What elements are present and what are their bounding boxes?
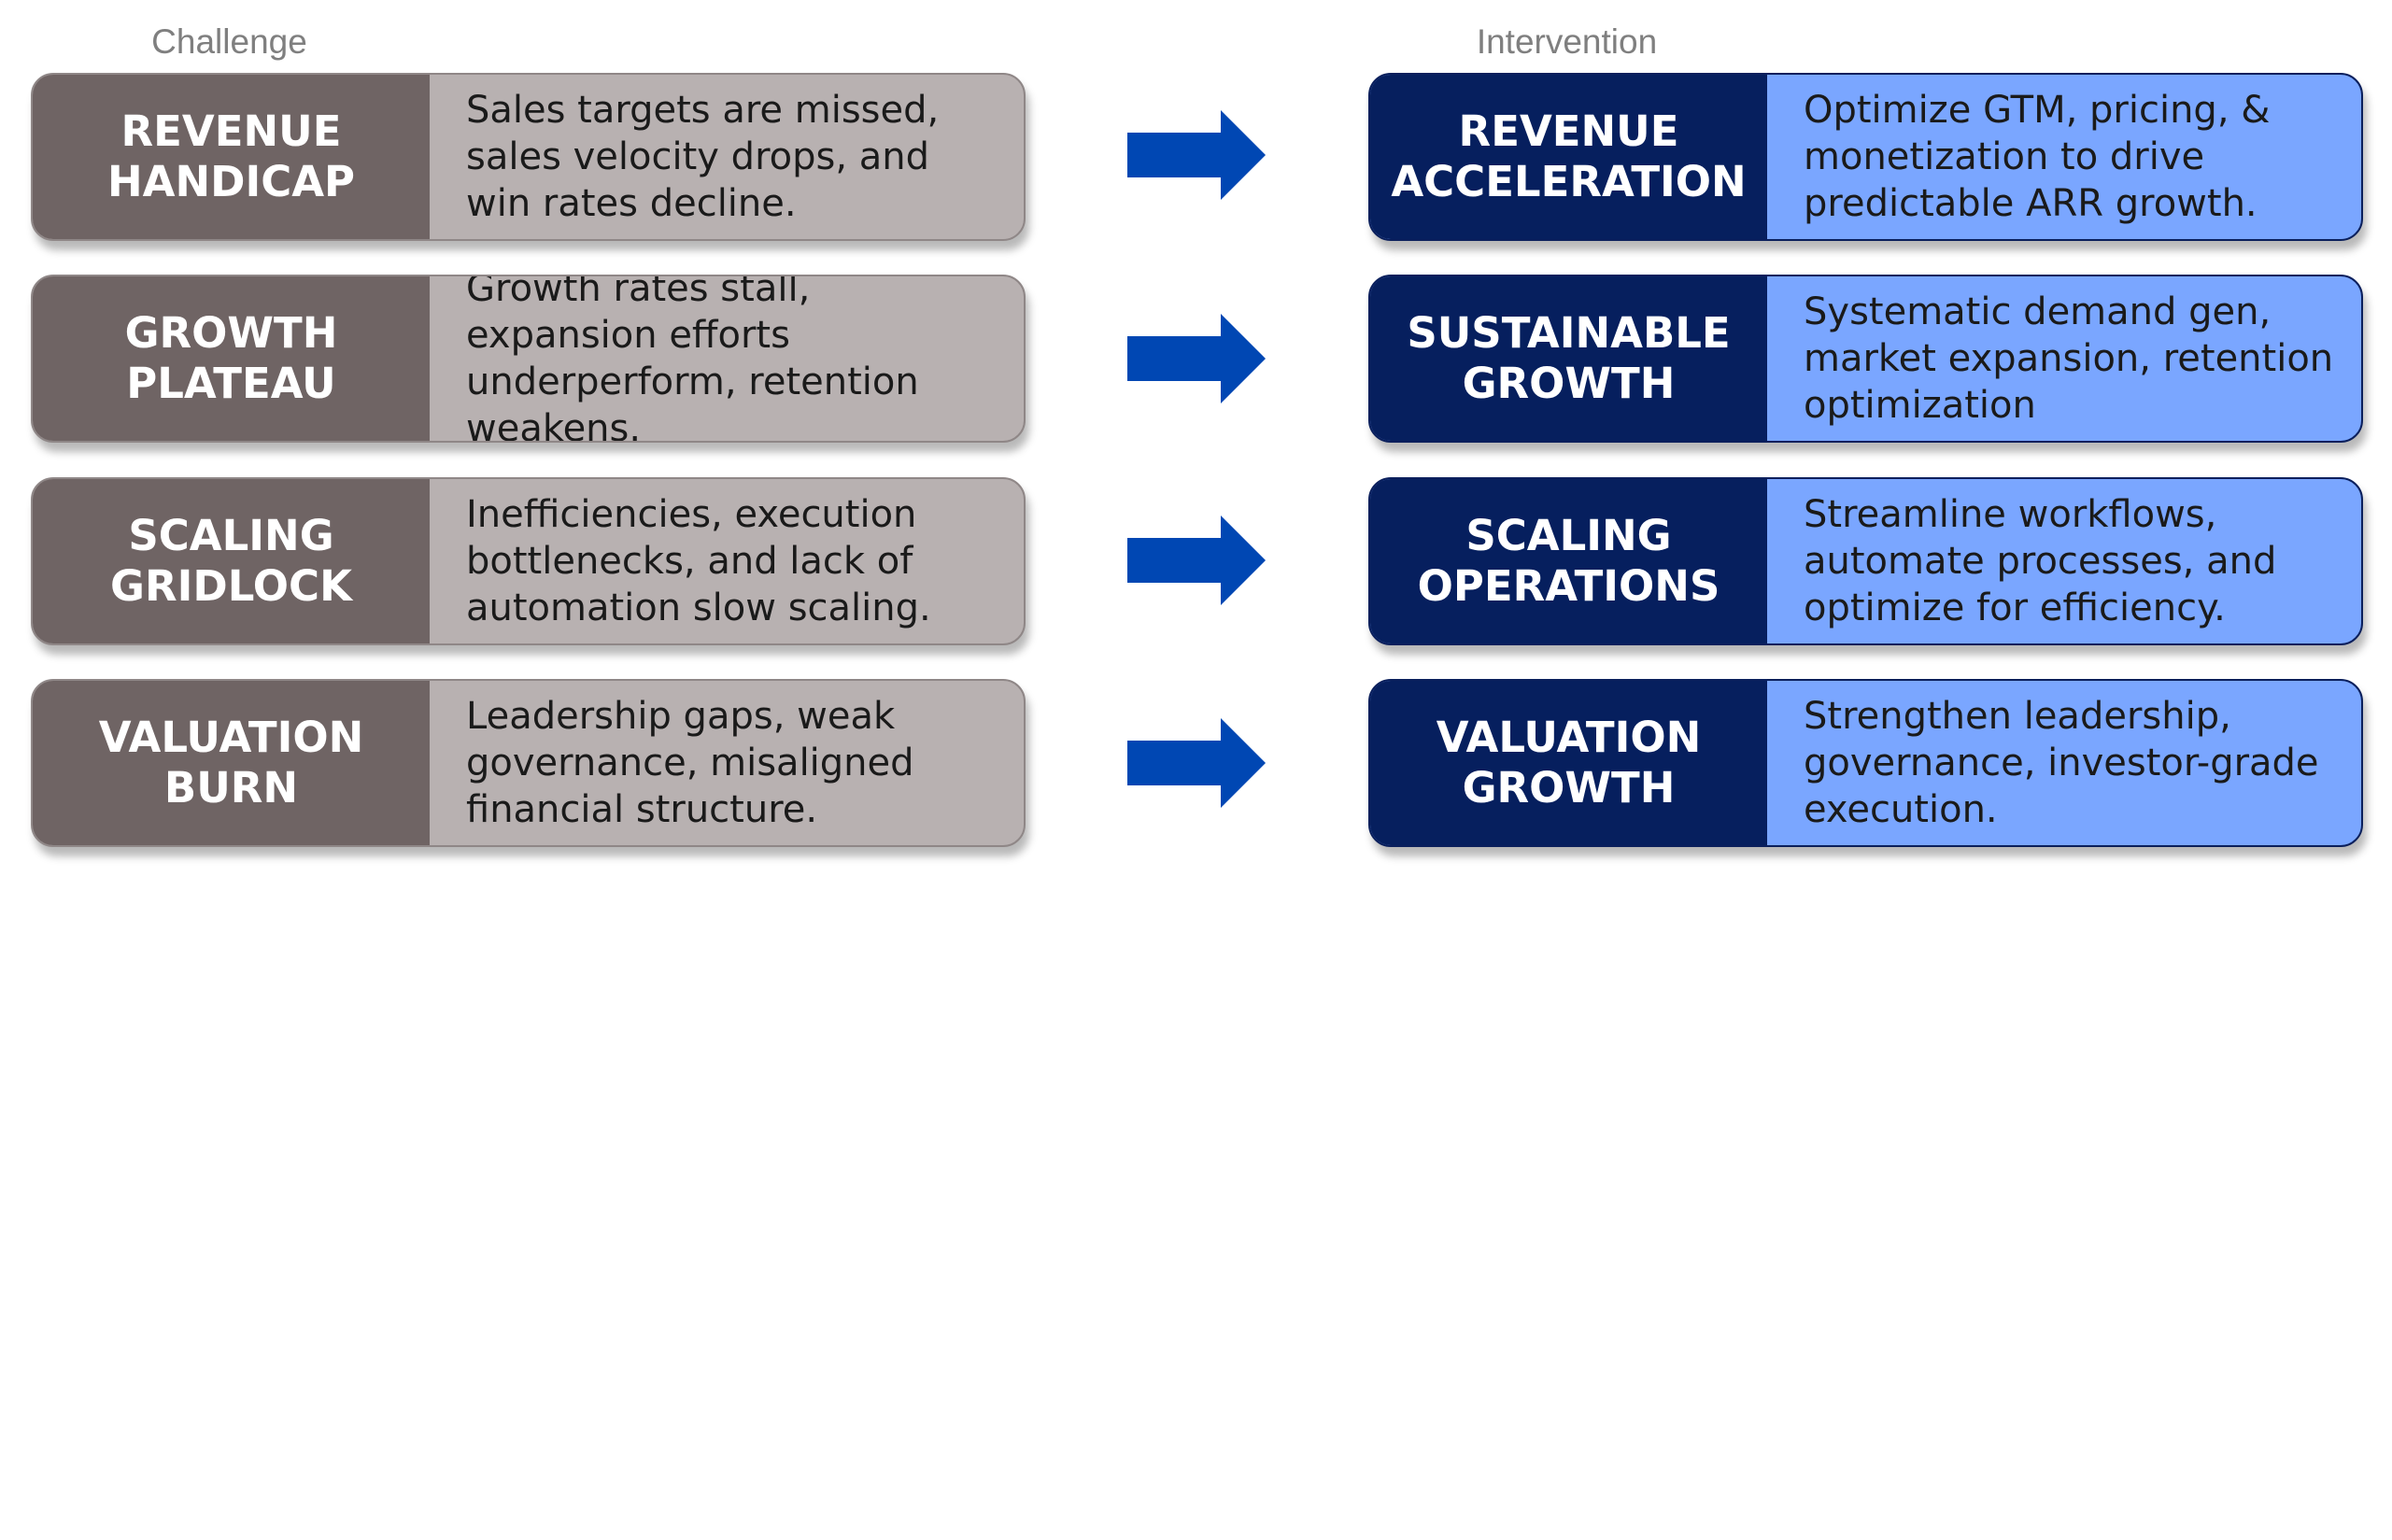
intervention-card-revenue-acceleration: REVENUE ACCELERATION Optimize GTM, prici… xyxy=(1368,73,2363,241)
right-arrow-icon xyxy=(1127,718,1266,808)
challenge-card-valuation-burn: VALUATION BURN Leadership gaps, weak gov… xyxy=(31,679,1026,847)
challenge-card-revenue-handicap: REVENUE HANDICAP Sales targets are misse… xyxy=(31,73,1026,241)
challenge-title: VALUATION BURN xyxy=(33,681,430,845)
challenge-title: SCALING GRIDLOCK xyxy=(33,479,430,643)
intervention-card-valuation-growth: VALUATION GROWTH Strengthen leadership, … xyxy=(1368,679,2363,847)
intervention-title: REVENUE ACCELERATION xyxy=(1370,75,1767,239)
challenge-description: Growth rates stall, expansion efforts un… xyxy=(466,275,919,443)
intervention-description: Streamline workflows, automate processes… xyxy=(1804,493,2277,629)
intervention-title: SUSTAINABLE GROWTH xyxy=(1370,276,1767,441)
challenge-column-header: Challenge xyxy=(151,22,307,61)
challenge-title: REVENUE HANDICAP xyxy=(33,75,430,239)
intervention-column-header: Intervention xyxy=(1476,22,1658,61)
right-arrow-icon xyxy=(1127,516,1266,605)
intervention-title: SCALING OPERATIONS xyxy=(1370,479,1767,643)
challenge-card-scaling-gridlock: SCALING GRIDLOCK Inefficiencies, executi… xyxy=(31,477,1026,645)
challenge-card-growth-plateau: GROWTH PLATEAU Growth rates stall, expan… xyxy=(31,275,1026,443)
intervention-title: VALUATION GROWTH xyxy=(1370,681,1767,845)
intervention-description: Strengthen leadership, governance, inves… xyxy=(1804,695,2319,831)
challenge-description: Sales targets are missed, sales velocity… xyxy=(466,89,940,225)
intervention-card-scaling-operations: SCALING OPERATIONS Streamline workflows,… xyxy=(1368,477,2363,645)
challenge-description: Inefficiencies, execution bottlenecks, a… xyxy=(466,493,931,629)
right-arrow-icon xyxy=(1127,110,1266,200)
challenge-title: GROWTH PLATEAU xyxy=(33,276,430,441)
intervention-description: Systematic demand gen, market expansion,… xyxy=(1804,290,2334,427)
challenge-description: Leadership gaps, weak governance, misali… xyxy=(466,695,914,831)
intervention-description: Optimize GTM, pricing, & monetization to… xyxy=(1804,89,2271,225)
right-arrow-icon xyxy=(1127,314,1266,403)
intervention-card-sustainable-growth: SUSTAINABLE GROWTH Systematic demand gen… xyxy=(1368,275,2363,443)
